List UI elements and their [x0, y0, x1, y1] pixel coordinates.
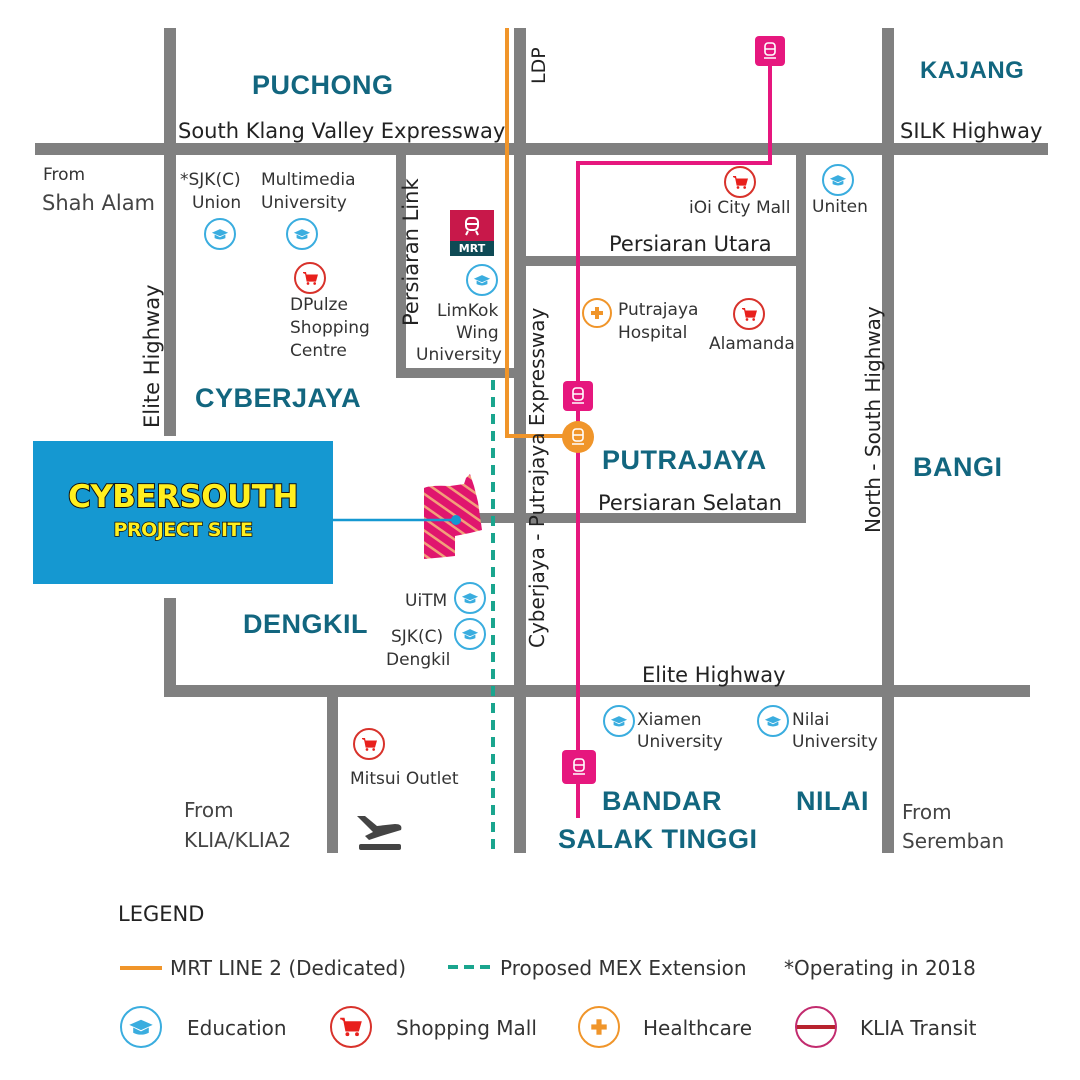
cybersouth-callout: CYBERSOUTH PROJECT SITE [33, 441, 333, 584]
town-bangi: BANGI [913, 452, 1003, 482]
label-mmu-2: University [261, 193, 347, 213]
label-persiaran-utara: Persiaran Utara [609, 232, 772, 256]
legend-mex: Proposed MEX Extension [500, 956, 747, 980]
label-cyberjaya-putrajaya-expressway: Cyberjaya - Putrajaya Expressway [525, 307, 549, 648]
label-sjkc-dengkil-2: Dengkil [386, 650, 451, 670]
road-north-south-highway [882, 28, 894, 853]
road-putrajaya-east [796, 150, 806, 522]
label-limkokwing-1: LimKok [437, 301, 499, 321]
label-xiamen-1: Xiamen [637, 710, 702, 730]
label-mmu-1: Multimedia [261, 170, 356, 190]
label-ioi-city-mall: iOi City Mall [689, 198, 791, 218]
label-silk: SILK Highway [900, 119, 1043, 143]
label-dpulze-1: DPulze [290, 295, 348, 315]
education-icon [286, 218, 318, 250]
label-xiamen-2: University [637, 732, 723, 752]
airplane-departure-icon [355, 810, 405, 852]
label-north-south-highway: North - South Highway [861, 306, 885, 533]
label-nilai-uni-2: University [792, 732, 878, 752]
road-persiaran-link [396, 150, 406, 378]
shopping-cart-icon [294, 262, 326, 294]
healthcare-icon [582, 298, 612, 328]
town-nilai: NILAI [796, 786, 869, 816]
label-klia: KLIA/KLIA2 [184, 828, 292, 852]
label-sjkc-union-2: Union [192, 193, 242, 213]
label-elite-highway-west: Elite Highway [140, 284, 164, 428]
legend-title: LEGEND [118, 902, 205, 926]
train-icon [450, 210, 494, 241]
label-uniten: Uniten [812, 197, 868, 217]
road-elite-highway-south [164, 685, 1030, 697]
town-bandar: BANDAR [602, 786, 722, 816]
legend-shopping-icon [330, 1006, 372, 1048]
project-site-marker [451, 515, 461, 525]
label-sjkc-dengkil-1: SJK(C) [391, 627, 444, 647]
shopping-cart-icon [724, 166, 756, 198]
label-limkokwing-2: Wing [456, 323, 499, 343]
label-sjkc-union-1: *SJK(C) [180, 170, 241, 190]
label-persiaran-link: Persiaran Link [399, 178, 423, 326]
road-persiaran-link-bottom [396, 368, 520, 378]
label-alamanda: Alamanda [709, 334, 795, 354]
education-icon [603, 705, 635, 737]
mrt-badge-label: MRT [450, 241, 494, 256]
town-cyberjaya: CYBERJAYA [195, 383, 362, 413]
town-salak-tinggi: SALAK TINGGI [558, 824, 758, 854]
label-nilai-uni-1: Nilai [792, 710, 830, 730]
mrt-station-badge: MRT [450, 210, 494, 256]
education-icon [822, 164, 854, 196]
education-icon [454, 618, 486, 650]
town-puchong: PUCHONG [252, 70, 394, 100]
mrt-interchange-station-icon [562, 421, 594, 453]
road-klia-link [327, 690, 338, 853]
label-persiaran-selatan: Persiaran Selatan [598, 491, 782, 515]
road-skve [35, 143, 1048, 155]
road-elite-highway-west-lower [164, 598, 176, 696]
label-skve: South Klang Valley Expressway [178, 119, 506, 143]
klia-transit-station-icon [563, 381, 593, 411]
label-dpulze-3: Centre [290, 341, 347, 361]
legend-education-icon [120, 1006, 162, 1048]
legend-shopping: Shopping Mall [396, 1016, 537, 1040]
label-uitm: UiTM [405, 591, 448, 611]
klia-transit-station-icon [755, 36, 785, 66]
label-limkokwing-3: University [416, 345, 502, 365]
education-icon [757, 705, 789, 737]
town-dengkil: DENGKIL [243, 609, 368, 639]
legend-education: Education [187, 1016, 287, 1040]
shopping-cart-icon [353, 728, 385, 760]
label-putrajaya-hospital-2: Hospital [618, 323, 688, 343]
legend-mrt-line-swatch [120, 966, 162, 970]
klia-transit-station-icon [562, 750, 596, 784]
callout-title: CYBERSOUTH [67, 478, 299, 516]
town-kajang: KAJANG [920, 57, 1025, 84]
shopping-cart-icon [733, 298, 765, 330]
legend-klia-transit: KLIA Transit [860, 1016, 977, 1040]
label-seremban: Seremban [902, 829, 1005, 853]
legend-operating-note: *Operating in 2018 [784, 956, 976, 980]
education-icon [466, 264, 498, 296]
legend-klia-transit-icon [795, 1006, 837, 1048]
label-elite-highway-south: Elite Highway [642, 663, 786, 687]
label-from-klia-prefix: From [184, 798, 234, 822]
education-icon [204, 218, 236, 250]
label-putrajaya-hospital-1: Putrajaya [618, 300, 699, 320]
label-mitsui-outlet: Mitsui Outlet [350, 769, 459, 789]
legend-healthcare: Healthcare [643, 1016, 753, 1040]
callout-subtitle: PROJECT SITE [113, 518, 254, 542]
label-dpulze-2: Shopping [290, 318, 370, 338]
legend-mex-swatch [448, 965, 492, 969]
legend-healthcare-icon [578, 1006, 620, 1048]
road-elite-highway-west [164, 28, 176, 436]
label-from-shah-alam-prefix: From [43, 165, 86, 185]
road-persiaran-utara [520, 256, 806, 266]
label-shah-alam: Shah Alam [42, 191, 156, 215]
label-from-seremban-prefix: From [902, 800, 952, 824]
label-ldp: LDP [528, 47, 550, 84]
education-icon [454, 582, 486, 614]
legend-mrt-line: MRT LINE 2 (Dedicated) [170, 956, 407, 980]
town-putrajaya: PUTRAJAYA [602, 445, 767, 475]
